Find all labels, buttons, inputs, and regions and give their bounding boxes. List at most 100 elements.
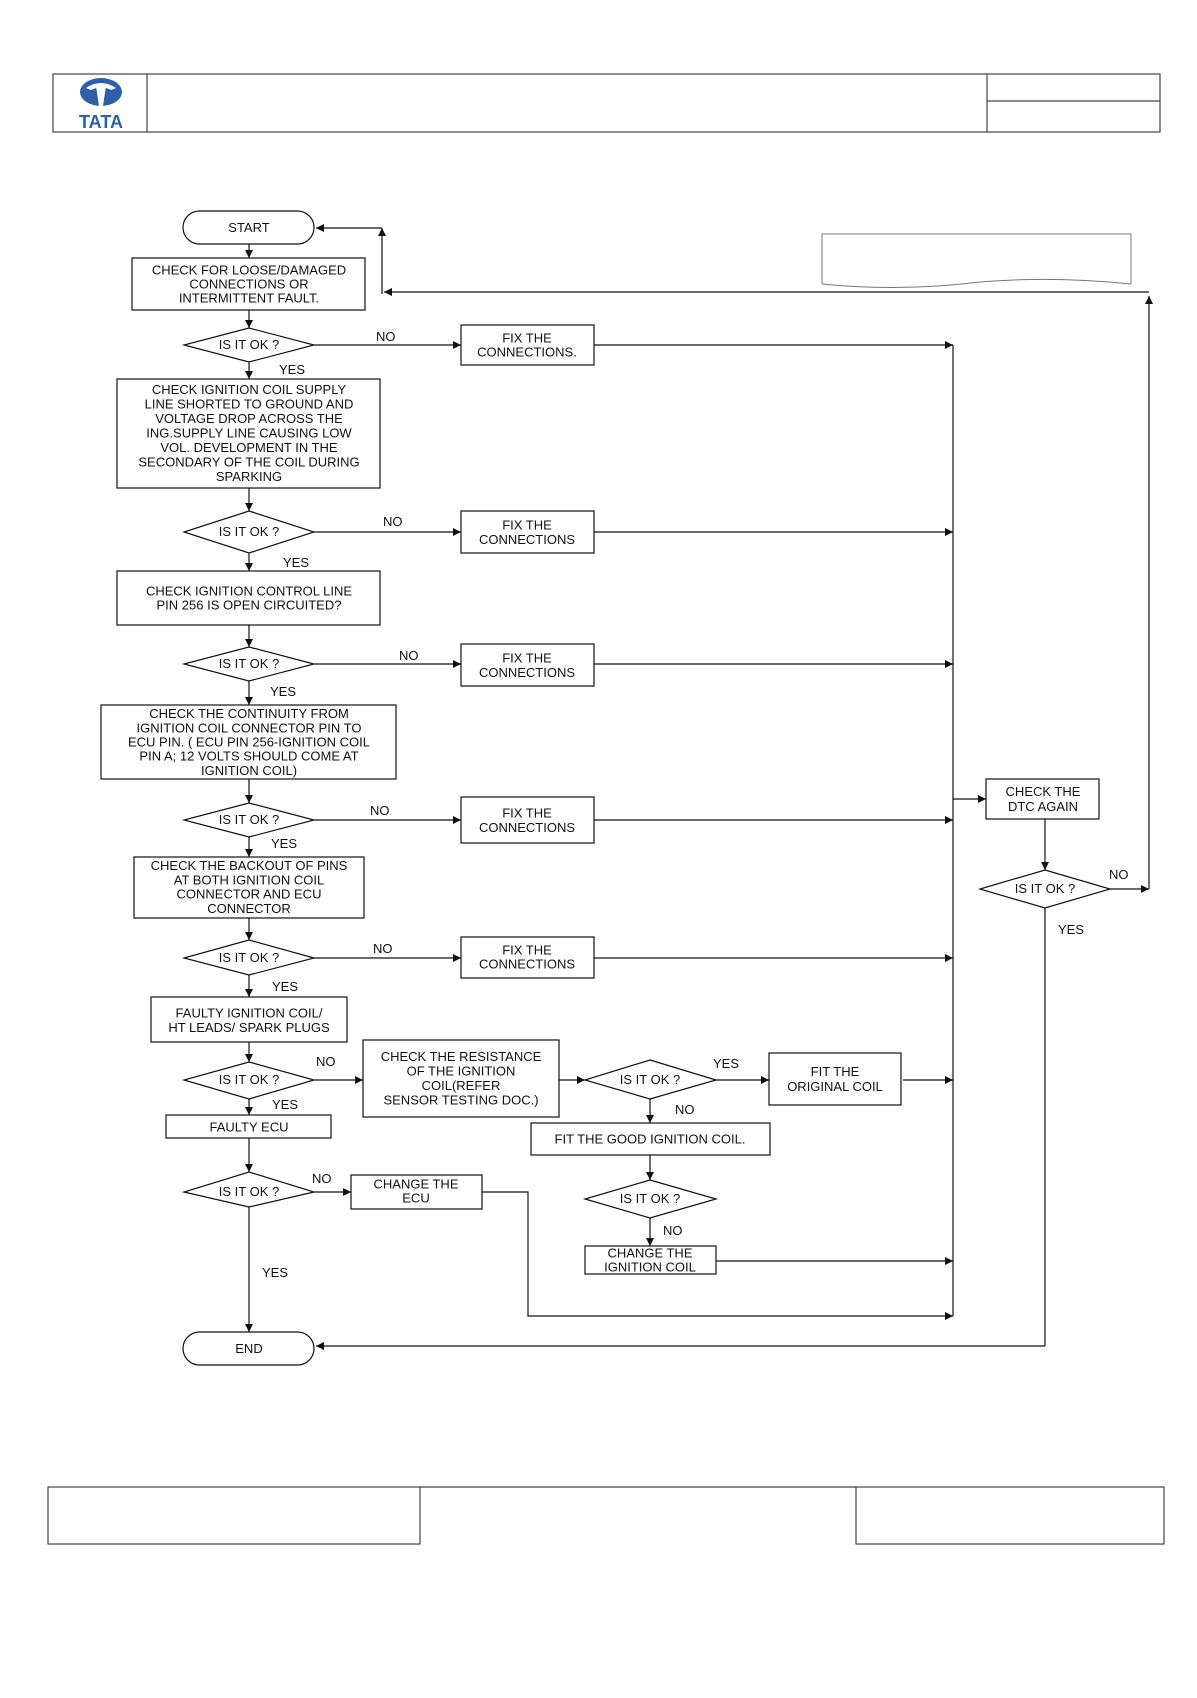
text-line: CONNECTIONS — [479, 957, 575, 972]
fix-connections-box-3 — [460, 643, 595, 687]
text-line: FIT THE GOOD IGNITION COIL. — [555, 1132, 746, 1147]
text-line: INTERMITTENT FAULT. — [179, 291, 319, 306]
faulty-coil-text: FAULTY IGNITION COIL/HT LEADS/ SPARK PLU… — [168, 1005, 330, 1035]
text-line: CHECK THE RESISTANCE — [381, 1049, 542, 1064]
tata-logo: TATA — [79, 78, 123, 132]
text-line: SECONDARY OF THE COIL DURING — [138, 455, 359, 470]
yes-label-7: YES — [262, 1265, 288, 1280]
text-line: SENSOR TESTING DOC.) — [383, 1092, 538, 1107]
text-line: CHECK IGNITION COIL SUPPLY — [152, 382, 347, 397]
decision-7-text: IS IT OK ? — [219, 1184, 279, 1199]
text-line: FIT THE — [811, 1064, 860, 1079]
start-terminator — [182, 210, 315, 245]
text-line: IGNITION COIL) — [201, 763, 297, 778]
check-continuity-box — [100, 704, 397, 780]
text-line: DTC AGAIN — [1008, 799, 1078, 814]
text-line: CHECK FOR LOOSE/DAMAGED — [152, 263, 346, 278]
yes-label-4: YES — [271, 836, 297, 851]
decision-3 — [181, 646, 317, 682]
check-supply-box — [116, 378, 381, 489]
text-line: CONNECTOR — [207, 901, 291, 916]
no-label-dtc: NO — [1109, 867, 1129, 882]
text-line: FIX THE — [502, 517, 552, 532]
yes-label-1: YES — [279, 362, 305, 377]
decision-9 — [582, 1179, 719, 1219]
no-label-4: NO — [370, 803, 390, 818]
text-line: COIL(REFER — [422, 1078, 501, 1093]
check-resistance-box — [362, 1039, 560, 1118]
text-line: CONNECTIONS — [479, 532, 575, 547]
decision-1-text: IS IT OK ? — [219, 337, 279, 352]
text-line: IGNITION COIL CONNECTOR PIN TO — [137, 720, 362, 735]
text-line: LINE SHORTED TO GROUND AND — [145, 397, 354, 412]
check-backout-box — [133, 856, 365, 919]
text-line: ORIGINAL COIL — [787, 1079, 883, 1094]
note-shape — [821, 233, 1132, 289]
faulty-ecu-text: FAULTY ECU — [210, 1120, 289, 1135]
fix-connections-box-2 — [460, 510, 595, 554]
no-label-9: NO — [663, 1223, 683, 1238]
text-line: HT LEADS/ SPARK PLUGS — [168, 1020, 330, 1035]
text-line: VOLTAGE DROP ACROSS THE — [155, 411, 343, 426]
text-line: ECU PIN. ( ECU PIN 256-IGNITION COIL — [128, 735, 370, 750]
decision-4 — [181, 802, 317, 838]
decision-8 — [582, 1059, 719, 1100]
header: TATA — [52, 73, 1161, 133]
end-terminator — [182, 1331, 315, 1366]
no-label-6: NO — [316, 1054, 336, 1069]
change-ecu-box — [350, 1174, 483, 1210]
text-line: FIX THE — [502, 943, 552, 958]
decision-5-text: IS IT OK ? — [219, 950, 279, 965]
text-line: CHECK THE — [1006, 784, 1081, 799]
text-line: CONNECTIONS — [479, 820, 575, 835]
decision-2-text: IS IT OK ? — [219, 524, 279, 539]
fit-good-text: FIT THE GOOD IGNITION COIL. — [555, 1132, 746, 1147]
text-line: FIX THE — [502, 331, 552, 346]
faulty-coil-box — [150, 996, 348, 1043]
no-label-2: NO — [383, 514, 403, 529]
text-line: ECU — [402, 1191, 429, 1206]
decision-4-text: IS IT OK ? — [219, 812, 279, 827]
text-line: ING.SUPPLY LINE CAUSING LOW — [146, 426, 352, 441]
text-line: AT BOTH IGNITION COIL — [174, 872, 324, 887]
text-line: CHECK THE BACKOUT OF PINS — [151, 858, 348, 873]
decision-1 — [181, 327, 317, 363]
end-label: END — [235, 1341, 262, 1356]
yes-label-3: YES — [270, 684, 296, 699]
logo-text: TATA — [79, 112, 123, 132]
no-label-8: NO — [675, 1102, 695, 1117]
no-label-5: NO — [373, 941, 393, 956]
decision-dtc — [977, 869, 1113, 909]
check-control-box — [116, 570, 381, 626]
text-line: PIN 256 IS OPEN CIRCUITED? — [157, 598, 342, 613]
text-line: OF THE IGNITION — [407, 1063, 516, 1078]
fix-connections-box-5 — [460, 936, 595, 979]
footer — [47, 1486, 1165, 1545]
text-line: CONNECTIONS — [479, 665, 575, 680]
text-line: CONNECTIONS. — [477, 345, 577, 360]
decision-7 — [181, 1171, 317, 1208]
fit-good-box — [530, 1122, 771, 1156]
text-line: IGNITION COIL — [604, 1260, 696, 1275]
text-line: CHECK IGNITION CONTROL LINE — [146, 584, 352, 599]
text-line: VOL. DEVELOPMENT IN THE — [160, 440, 338, 455]
text-line: CONNECTOR AND ECU — [177, 887, 322, 902]
check-loose-box — [131, 257, 366, 311]
text-line: FIX THE — [502, 650, 552, 665]
decision-6 — [181, 1061, 317, 1100]
decision-9-text: IS IT OK ? — [620, 1191, 680, 1206]
connectors — [245, 224, 1153, 1350]
text-line: FAULTY ECU — [210, 1120, 289, 1135]
decision-6-text: IS IT OK ? — [219, 1072, 279, 1087]
start-label: START — [228, 220, 269, 235]
text-line: FAULTY IGNITION COIL/ — [176, 1005, 323, 1020]
text-line: FIX THE — [502, 805, 552, 820]
